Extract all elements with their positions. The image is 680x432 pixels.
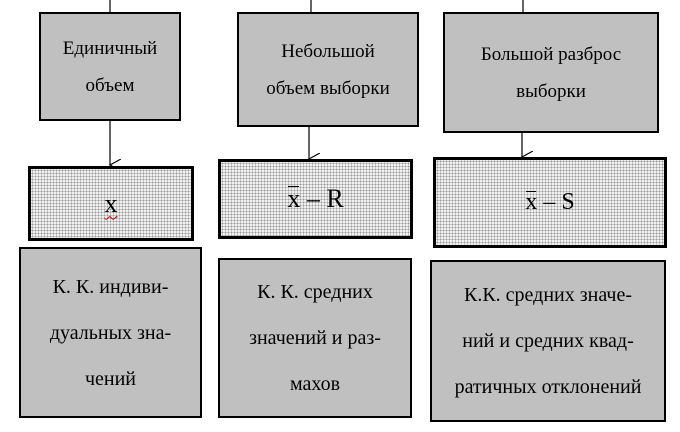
formula-xbar-r: x – R (287, 184, 343, 214)
formula-box-x: x (28, 166, 194, 241)
chart-type-box-means-ranges: К. К. средних значений и раз- махов (218, 258, 412, 418)
formula-rest: – R (300, 184, 344, 213)
formula-xbar-s: x – S (525, 189, 574, 216)
formula-rest: – S (537, 189, 575, 215)
chart-type-box-means-std: К.К. средних значе- ний и средних квад- … (430, 260, 666, 422)
description-line: ратичных отклонений (454, 376, 642, 398)
description-line: К. К. индиви- (52, 275, 169, 298)
header-line: Небольшой (281, 40, 375, 62)
formula-box-xbar-s: x – S (433, 157, 667, 248)
chart-type-box-individual-values: К. К. индиви- дуальных зна- чений (19, 247, 202, 418)
description-line: махов (289, 373, 341, 395)
header-box-large-spread: Большой разброс выборки (443, 12, 659, 133)
description-line: чений (84, 367, 137, 390)
formula-x: x (104, 188, 118, 218)
x-bar-symbol: x (525, 189, 538, 215)
formula-box-xbar-r: x – R (218, 159, 413, 239)
description-line: дуальных зна- (49, 321, 172, 344)
description-line: К.К. средних значе- (463, 284, 633, 306)
header-line: объем выборки (266, 77, 390, 99)
header-box-single-volume: Единичный объем (39, 12, 181, 121)
header-line: Большой разброс (480, 43, 622, 65)
header-line: Единичный (62, 37, 158, 59)
description-line: ний и средних квад- (462, 330, 634, 352)
header-box-small-sample: Небольшой объем выборки (237, 12, 419, 127)
description-line: К. К. средних (257, 281, 373, 303)
header-line: выборки (516, 80, 586, 102)
description-line: значений и раз- (249, 327, 381, 349)
header-line: объем (85, 74, 135, 96)
x-bar-symbol: x (287, 184, 301, 213)
